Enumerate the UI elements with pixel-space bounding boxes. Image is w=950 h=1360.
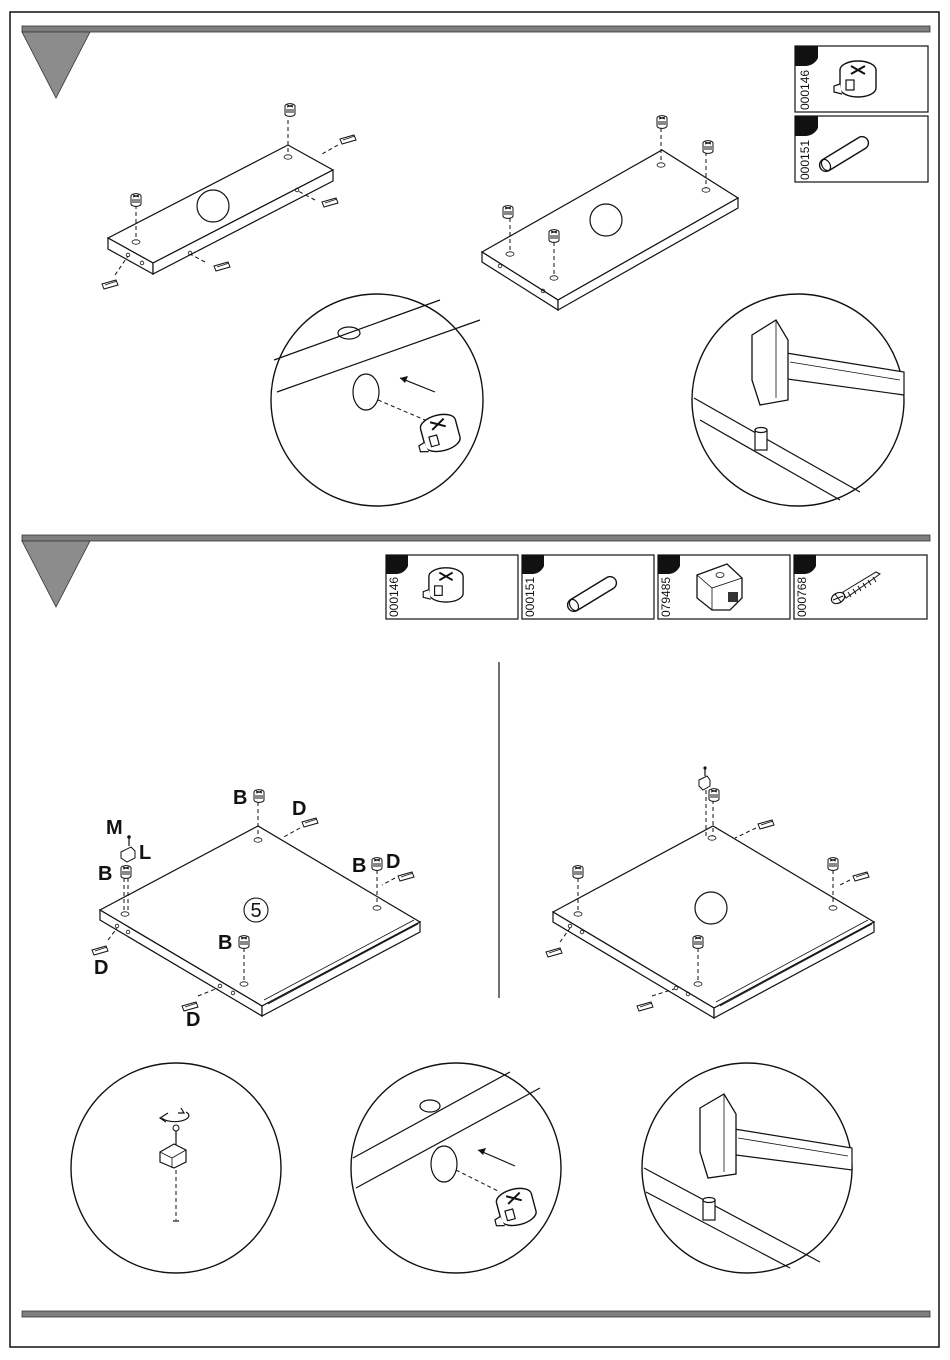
label-b-left: B <box>98 863 112 885</box>
bracket-l-small <box>121 847 135 862</box>
part-box-bracket: 079485 <box>658 555 790 619</box>
label-m: M <box>106 817 123 839</box>
part-code-bracket: 079485 <box>659 577 673 617</box>
label-d-right: D <box>386 851 400 873</box>
detail-circle-screw-bracket <box>71 1063 281 1273</box>
part-box-dowel-2: 000151 <box>522 555 654 619</box>
label-b-top: B <box>233 787 247 809</box>
part-code-dowel-2: 000151 <box>523 577 537 617</box>
part-code-dowel: 000151 <box>798 140 812 180</box>
detail-circle-cam-insert-2 <box>351 1063 561 1273</box>
detail-circle-hammer-dowel-2 <box>642 1063 852 1273</box>
detail-circle-cam-insert <box>271 294 483 506</box>
step-2-parts-catalog: 000146 000151 079485 <box>386 555 927 619</box>
step-2-section: 000146 000151 079485 <box>22 535 930 1273</box>
step-1-banner <box>22 26 930 32</box>
label-l: L <box>139 842 151 864</box>
step-1-triangle-icon <box>22 32 90 98</box>
label-b-right: B <box>352 855 366 877</box>
panel-right-diagram <box>546 766 874 1018</box>
part-code-screw: 000768 <box>795 577 809 617</box>
panel-5-diagram: 5 B D M L B <box>92 787 420 1031</box>
label-b-center: B <box>218 932 232 954</box>
part-box-cam-lock: 000146 <box>795 46 928 112</box>
detail-circle-hammer-dowel <box>692 294 904 506</box>
step-2-triangle-icon <box>22 541 90 607</box>
panel-number: 5 <box>250 900 261 922</box>
part-box-cam-lock-2: 000146 <box>386 555 518 619</box>
board-right-diagram <box>482 116 738 310</box>
part-box-dowel: 000151 <box>795 116 928 182</box>
step-1-section: 000146 000151 <box>22 26 930 506</box>
label-d-bottom: D <box>186 1009 200 1031</box>
label-d-top: D <box>292 798 306 820</box>
step-2-banner <box>22 535 930 541</box>
part-code-cam-lock-2: 000146 <box>387 577 401 617</box>
footer-banner <box>22 1311 930 1317</box>
part-code-cam-lock: 000146 <box>798 70 812 110</box>
label-d-left: D <box>94 957 108 979</box>
board-left-diagram <box>102 104 356 289</box>
part-box-screw: 000768 <box>794 555 927 619</box>
step-1-parts-catalog: 000146 000151 <box>795 46 928 182</box>
